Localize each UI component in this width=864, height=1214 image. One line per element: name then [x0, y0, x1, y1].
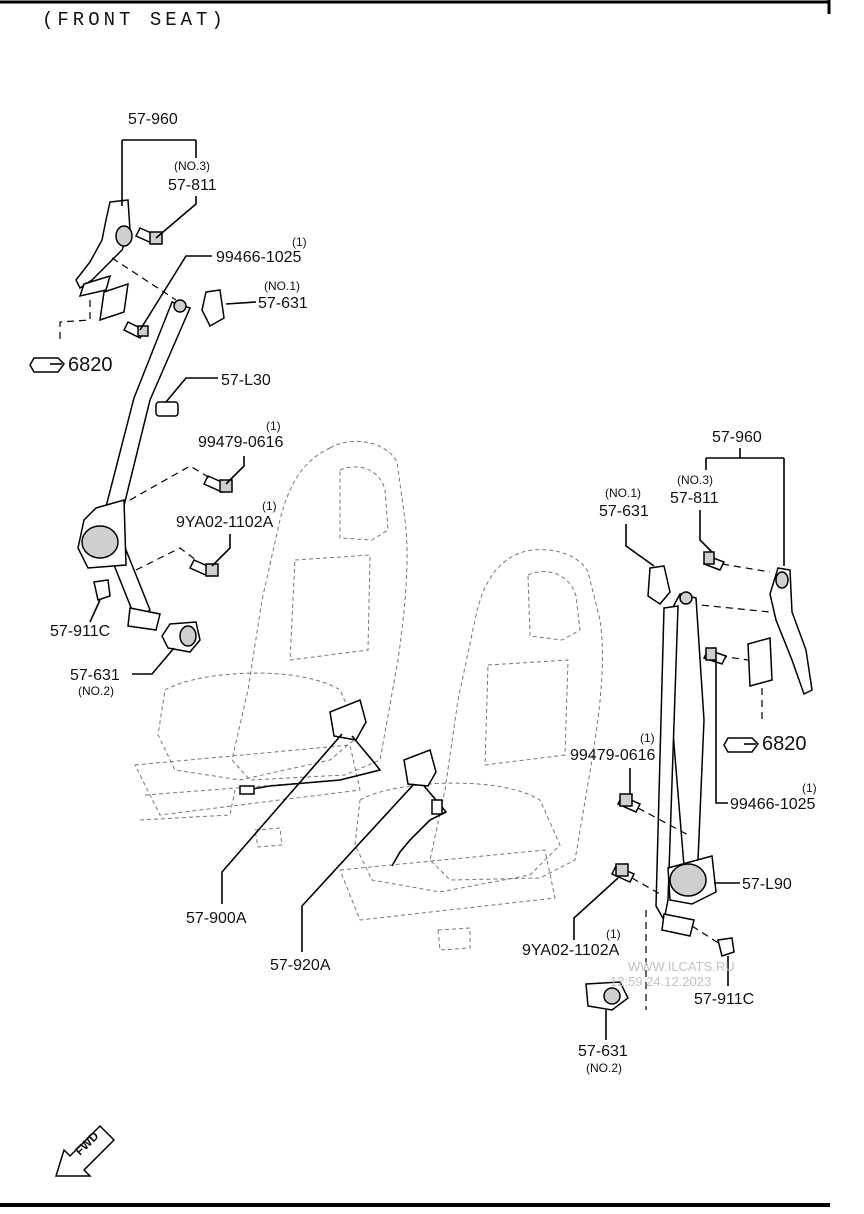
left-cover-no2-part: [161, 621, 201, 653]
svg-text:57-L30: 57-L30: [221, 372, 271, 389]
left-clip-part: [93, 579, 111, 601]
svg-text:57-900A: 57-900A: [186, 910, 247, 927]
svg-text:(1): (1): [262, 499, 277, 513]
page-title: (FRONT SEAT): [42, 9, 227, 31]
svg-text:(NO.1): (NO.1): [605, 486, 641, 500]
right-clip-part: [717, 937, 735, 957]
svg-text:(1): (1): [640, 731, 655, 745]
right-label-57-920A: 57-920A: [270, 783, 415, 974]
left-cover-no1-part: [201, 289, 225, 328]
left-buckle-part: [239, 698, 382, 795]
right-dashed-line-1: [721, 563, 771, 573]
left-belt-57-L30: [77, 299, 192, 631]
right-dashed-line-5: [637, 807, 691, 837]
right-belt-57-L90: [655, 591, 717, 937]
svg-text:57-911C: 57-911C: [50, 623, 110, 640]
svg-text:99479-0616: 99479-0616: [198, 434, 284, 451]
svg-text:99466-1025: 99466-1025: [730, 796, 816, 813]
right-cover-no1-part: [647, 565, 671, 605]
svg-text:99479-0616: 99479-0616: [570, 747, 656, 764]
left-label-57-L30: 57-L30: [165, 372, 271, 403]
left-label-57-960: 57-960: [121, 111, 197, 206]
right-label-99479-0616: (1) 99479-0616: [570, 731, 656, 794]
right-dashed-line-6: [631, 877, 661, 895]
svg-text:9YA02-1102A: 9YA02-1102A: [522, 942, 620, 959]
svg-text:57-L90: 57-L90: [742, 876, 792, 893]
left-bolt-9YA02: [188, 559, 219, 577]
svg-text:57-631: 57-631: [70, 667, 120, 684]
right-plate-part: [747, 637, 773, 687]
left-label-6820: 6820: [68, 354, 113, 376]
left-plate-part: [99, 282, 129, 322]
left-label-57-631-no2: 57-631 (NO.2): [70, 647, 175, 698]
svg-text:57-811: 57-811: [670, 490, 719, 507]
svg-text:WWW.ILCATS.RU: WWW.ILCATS.RU: [628, 959, 735, 974]
right-buckle-part: [391, 749, 448, 867]
svg-text:57-911C: 57-911C: [694, 991, 754, 1008]
left-label-99479-0616: (1) 99479-0616: [198, 419, 284, 485]
svg-text:57-920A: 57-920A: [270, 957, 331, 974]
left-dashed-line-4: [135, 547, 197, 571]
right-dashed-line-8: [691, 925, 721, 945]
right-dashed-line-2: [689, 603, 771, 613]
svg-text:57-631: 57-631: [258, 295, 308, 312]
left-label-57-811: (NO.3) 57-811: [155, 159, 217, 239]
left-label-9YA02-1102A: (1) 9YA02-1102A: [176, 499, 277, 567]
right-label-57-911C: 57-911C: [694, 956, 754, 1008]
left-upper-adjuster-part: [75, 199, 133, 298]
right-label-57-960: 57-960: [705, 429, 785, 566]
svg-text:(NO.3): (NO.3): [677, 473, 713, 487]
svg-text:(1): (1): [802, 781, 817, 795]
right-label-57-631-no1: (NO.1) 57-631: [599, 486, 655, 567]
right-bolt-99479: [616, 793, 642, 813]
svg-text:(NO.2): (NO.2): [78, 684, 114, 698]
right-ref-arrow-icon: [723, 737, 759, 753]
right-seat-outline: [254, 549, 603, 951]
svg-text:(NO.3): (NO.3): [174, 159, 210, 173]
left-ref-arrow-icon: [29, 357, 65, 373]
right-upper-adjuster-part: [769, 567, 813, 696]
right-bolt-57-811: [702, 551, 726, 571]
right-cover-no2-part: [585, 981, 629, 1011]
right-label-9YA02-1102A: (1) 9YA02-1102A: [522, 877, 621, 959]
right-label-57-631-no2: 57-631 (NO.2): [578, 1010, 628, 1075]
left-label-57-911C: 57-911C: [50, 599, 110, 640]
right-label-6820: 6820: [762, 733, 807, 755]
fwd-arrow-icon: FWD: [54, 1124, 116, 1177]
left-label-99466-1025: (1) 99466-1025: [139, 235, 307, 331]
svg-text:57-631: 57-631: [578, 1043, 628, 1060]
left-dashed-line-1: [111, 257, 177, 301]
svg-text:99466-1025: 99466-1025: [216, 249, 302, 266]
left-dashed-line-3: [129, 465, 211, 501]
svg-text:6820: 6820: [68, 354, 113, 376]
svg-text:(1): (1): [292, 235, 307, 249]
right-label-57-811: (NO.3) 57-811: [670, 473, 719, 553]
svg-text:(1): (1): [606, 927, 621, 941]
svg-text:(NO.1): (NO.1): [264, 279, 300, 293]
svg-text:57-811: 57-811: [168, 177, 217, 194]
svg-text:(NO.2): (NO.2): [586, 1061, 622, 1075]
svg-text:9YA02-1102A: 9YA02-1102A: [176, 514, 274, 531]
left-label-57-631-no1: (NO.1) 57-631: [225, 279, 308, 312]
svg-text:6820: 6820: [762, 733, 807, 755]
svg-text:12:59 24.12.2023: 12:59 24.12.2023: [610, 974, 711, 989]
right-bolt-9YA02: [610, 863, 636, 883]
left-dashed-line-2: [59, 300, 91, 342]
right-bolt-99466: [702, 647, 728, 665]
left-bolt-99479: [202, 475, 233, 493]
svg-text:57-960: 57-960: [128, 111, 178, 128]
right-label-57-L90: 57-L90: [714, 876, 792, 893]
right-label-99466-1025: (1) 99466-1025: [715, 660, 817, 813]
svg-text:57-960: 57-960: [712, 429, 762, 446]
svg-text:57-631: 57-631: [599, 503, 649, 520]
left-label-57-900A: 57-900A: [186, 733, 343, 927]
watermark: WWW.ILCATS.RU 12:59 24.12.2023: [610, 959, 735, 989]
svg-text:(1): (1): [266, 419, 281, 433]
